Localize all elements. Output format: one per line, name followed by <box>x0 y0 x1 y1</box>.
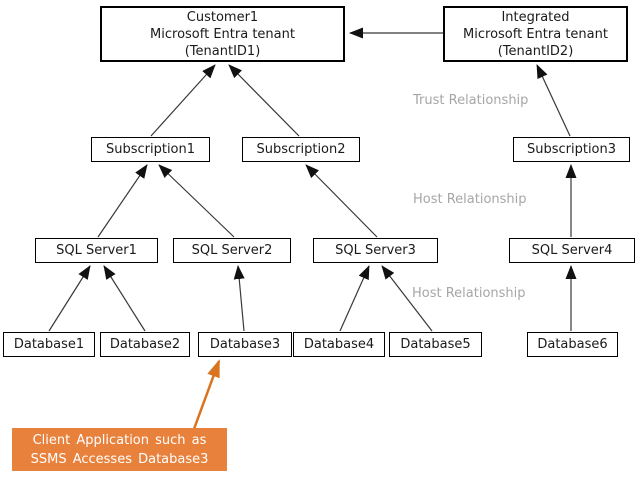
arrow-database3-to-sql-server2 <box>233 265 245 332</box>
node-sql-server4: SQL Server4 <box>509 238 635 263</box>
customer-tenant-id: (TenantID1) <box>184 43 261 59</box>
node-sql-server1: SQL Server1 <box>35 238 158 263</box>
node-database5: Database5 <box>389 332 482 357</box>
arrow-subscription3-to-integrated-tenant <box>536 64 571 137</box>
node-subscription1: Subscription1 <box>91 137 210 162</box>
node-sql-server2: SQL Server2 <box>173 238 291 263</box>
customer-tenant-type: Microsoft Entra tenant <box>150 26 295 42</box>
node-sql-server3: SQL Server3 <box>313 238 438 263</box>
node-subscription3: Subscription3 <box>513 137 630 162</box>
integrated-tenant-id: (TenantID2) <box>497 43 574 59</box>
node-database2: Database2 <box>100 332 190 357</box>
integrated-tenant-type: Microsoft Entra tenant <box>463 26 608 42</box>
arrow-database2-to-sql-server1 <box>103 265 146 332</box>
arrow-database1-to-sql-server1 <box>48 265 91 332</box>
node-database4: Database4 <box>293 332 385 357</box>
node-subscription2: Subscription2 <box>242 137 360 162</box>
arrow-sql-server1-to-subscription1 <box>97 164 148 238</box>
arrow-database4-to-sql-server3 <box>339 265 370 332</box>
node-database3: Database3 <box>198 332 292 357</box>
node-integrated-tenant: Integrated Microsoft Entra tenant (Tenan… <box>443 6 628 62</box>
integrated-tenant-name: Integrated <box>501 9 570 25</box>
arrow-sql-server2-to-subscription1 <box>158 164 235 238</box>
arrow-subscription1-to-customer-tenant <box>150 64 216 137</box>
trust-relationship-label: Trust Relationship <box>413 93 529 108</box>
arrow-client-callout-to-database3 <box>192 359 221 430</box>
arrow-database5-to-sql-server3 <box>381 265 433 332</box>
arrow-sql-server3-to-subscription2 <box>305 164 378 238</box>
node-customer-tenant: Customer1 Microsoft Entra tenant (Tenant… <box>100 6 345 62</box>
host-relationship-label-lower: Host Relationship <box>412 286 526 301</box>
callout-line2: SSMS Accesses Database3 <box>30 451 209 467</box>
client-application-callout: Client Application such as SSMS Accesses… <box>12 428 227 471</box>
host-relationship-label-upper: Host Relationship <box>413 192 527 207</box>
customer-tenant-name: Customer1 <box>186 9 259 25</box>
arrow-subscription2-to-customer-tenant <box>228 64 300 137</box>
node-database1: Database1 <box>3 332 95 357</box>
callout-line1: Client Application such as <box>32 432 207 448</box>
node-database6: Database6 <box>527 332 618 357</box>
